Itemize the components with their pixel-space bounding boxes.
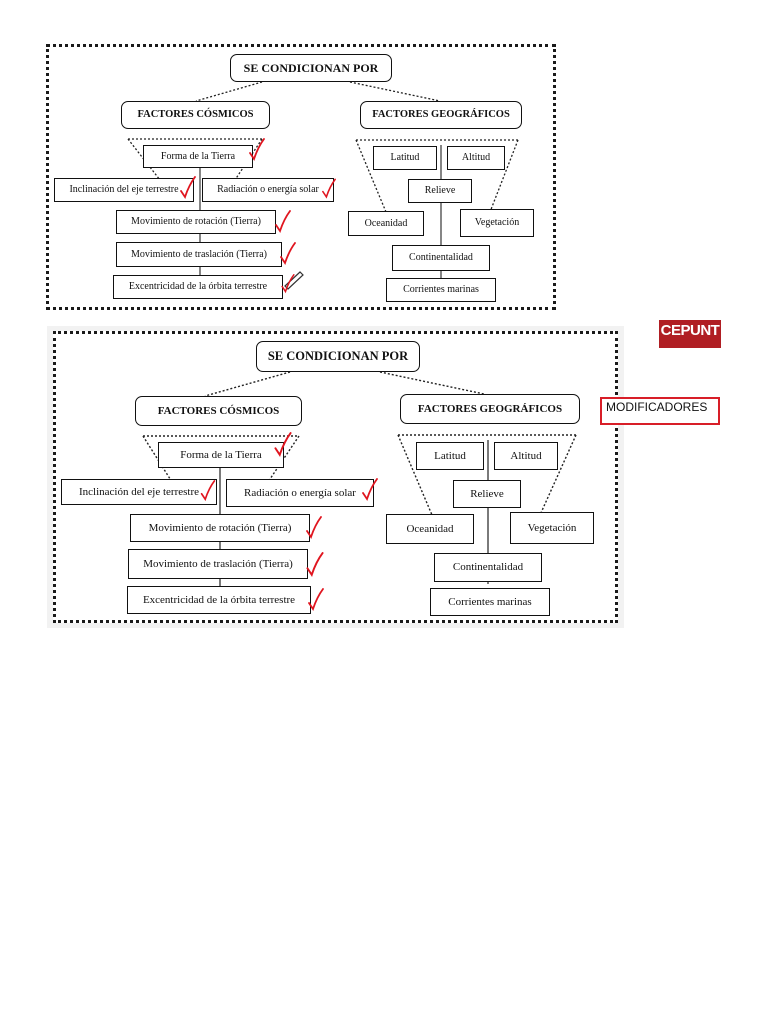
- top-box-altitud: Altitud: [447, 146, 505, 170]
- top-box-forma: Forma de la Tierra: [143, 145, 253, 168]
- bottom-box-corrientes: Corrientes marinas: [430, 588, 550, 616]
- red-check-mark-icon: [275, 210, 291, 234]
- red-check-mark-icon: [281, 274, 295, 294]
- bottom-box-altitud: Altitud: [494, 442, 558, 470]
- top-box-corrientes: Corrientes marinas: [386, 278, 496, 302]
- modificadores-annotation: MODIFICADORES: [600, 397, 720, 425]
- red-check-mark-icon: [362, 478, 378, 502]
- red-check-mark-icon: [180, 176, 196, 200]
- bottom-title: SE CONDICIONAN POR: [267, 349, 409, 364]
- red-check-mark-icon: [274, 432, 292, 457]
- cepunt-badge: CEPUNT: [659, 320, 721, 348]
- bottom-cosmic-header: FACTORES CÓSMICOS: [135, 396, 302, 426]
- bottom-box-vegetacion: Vegetación: [510, 512, 594, 544]
- top-box-inclinacion: Inclinación del eje terrestre: [54, 178, 194, 202]
- top-box-vegetacion: Vegetación: [460, 209, 534, 237]
- top-box-relieve: Relieve: [408, 179, 472, 203]
- red-check-mark-icon: [322, 178, 336, 199]
- red-check-mark-icon: [306, 552, 324, 577]
- red-check-mark-icon: [200, 480, 216, 502]
- top-cosmic-header: FACTORES CÓSMICOS: [121, 101, 270, 129]
- top-box-rotacion: Movimiento de rotación (Tierra): [116, 210, 276, 234]
- bottom-box-inclinacion: Inclinación del eje terrestre: [61, 479, 217, 505]
- top-box-radiacion: Radiación o energía solar: [202, 178, 334, 202]
- bottom-box-excentricidad: Excentricidad de la órbita terrestre: [127, 586, 311, 614]
- bottom-box-continentalidad: Continentalidad: [434, 553, 542, 582]
- red-check-mark-icon: [280, 242, 296, 266]
- top-box-oceanidad: Oceanidad: [348, 211, 424, 236]
- bottom-box-radiacion: Radiación o energía solar: [226, 479, 374, 507]
- red-check-mark-icon: [308, 588, 324, 612]
- red-check-mark-icon: [306, 516, 322, 540]
- top-box-latitud: Latitud: [373, 146, 437, 170]
- top-title: SE CONDICIONAN POR: [243, 61, 379, 75]
- top-box-continentalidad: Continentalidad: [392, 245, 490, 271]
- top-box-traslacion: Movimiento de traslación (Tierra): [116, 242, 282, 267]
- bottom-box-latitud: Latitud: [416, 442, 484, 470]
- top-geo-header: FACTORES GEOGRÁFICOS: [360, 101, 522, 129]
- bottom-box-rotacion: Movimiento de rotación (Tierra): [130, 514, 310, 542]
- top-title-box: SE CONDICIONAN POR: [230, 54, 392, 82]
- red-check-mark-icon: [249, 138, 265, 162]
- bottom-title-box: SE CONDICIONAN POR: [256, 341, 420, 372]
- bottom-box-forma: Forma de la Tierra: [158, 442, 284, 468]
- top-box-excentricidad: Excentricidad de la órbita terrestre: [113, 275, 283, 299]
- bottom-box-relieve: Relieve: [453, 480, 521, 508]
- bottom-box-oceanidad: Oceanidad: [386, 514, 474, 544]
- bottom-box-traslacion: Movimiento de traslación (Tierra): [128, 549, 308, 579]
- bottom-geo-header: FACTORES GEOGRÁFICOS: [400, 394, 580, 424]
